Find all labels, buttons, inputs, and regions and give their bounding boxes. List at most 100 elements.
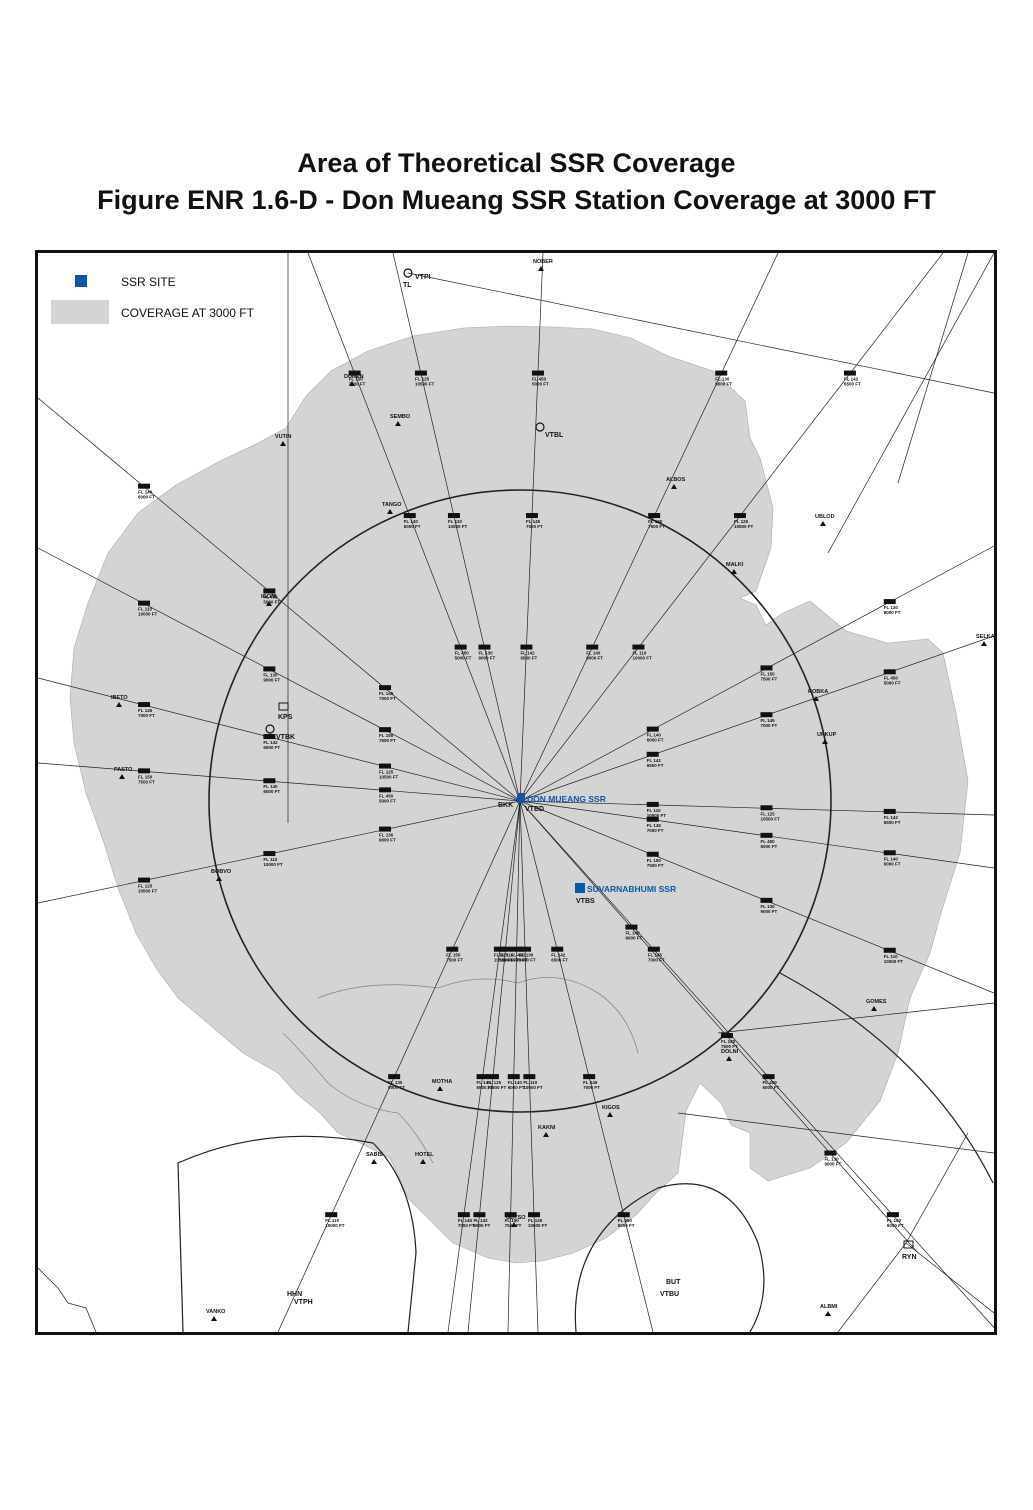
route-level-label: FL 130 xyxy=(388,1080,403,1085)
route-altitude-label: 10000 FT xyxy=(884,959,904,964)
route-altitude-label: 7000 FT xyxy=(138,713,155,718)
route-altitude-label: 10000 FT xyxy=(325,1223,345,1228)
route-level-label: FL 145 xyxy=(760,718,775,723)
route-level-label: FL 145 xyxy=(526,519,541,524)
aerodrome-icon xyxy=(265,724,275,734)
route-level-label: FL 150 xyxy=(446,953,461,958)
route-tag xyxy=(499,946,512,952)
route-level-label: FL 450 xyxy=(760,839,775,844)
route-level-label: FL 140 xyxy=(887,1218,902,1223)
airway-line xyxy=(307,253,521,802)
route-altitude-label: 7500 FT xyxy=(379,738,396,743)
route-altitude-label: 9000 FT xyxy=(715,382,732,387)
route-level-label: FL 150 xyxy=(349,377,364,382)
airway-line xyxy=(507,800,521,1332)
airway-line xyxy=(519,800,994,816)
route-level-label: FL 142 xyxy=(520,651,535,656)
airway-line xyxy=(905,1242,994,1314)
waypoint-triangle-icon xyxy=(395,421,401,426)
route-altitude-label: 10000 FT xyxy=(138,612,158,617)
route-level-label: FL 450 xyxy=(263,594,278,599)
airway-line xyxy=(519,800,919,1254)
aerodrome-vtbd: VTBD xyxy=(525,806,544,813)
route-tag xyxy=(457,1212,470,1218)
route-tag xyxy=(824,1150,837,1156)
route-altitude-label: 6500 FT xyxy=(477,1085,494,1090)
route-tag xyxy=(138,483,151,489)
route-altitude-label: 6500 FT xyxy=(473,1223,490,1228)
route-level-label: FL 125 xyxy=(494,953,509,958)
aerodrome-vtpi: VTPI xyxy=(415,274,431,281)
chart-subtitle: Figure ENR 1.6-D - Don Mueang SSR Statio… xyxy=(97,185,936,215)
route-altitude-label: 6000 FT xyxy=(404,524,421,529)
aerodrome-vtbk: VTBK xyxy=(276,734,295,741)
route-altitude-label: 6000 FT xyxy=(625,936,642,941)
navaid-icon xyxy=(903,1240,914,1249)
airway-line xyxy=(38,547,521,802)
waypoint-label: SABIS xyxy=(366,1152,383,1158)
route-tag xyxy=(348,370,361,376)
route-tag xyxy=(646,816,659,822)
route-tag xyxy=(454,644,467,650)
route-tag xyxy=(646,751,659,757)
waypoint-label: UBLOD xyxy=(815,514,835,520)
waypoint-triangle-icon xyxy=(116,702,122,707)
route-tag xyxy=(528,1212,541,1218)
route-altitude-label: 7500 FT xyxy=(446,958,463,963)
coastline-south xyxy=(282,1032,434,1164)
route-altitude-label: 10500 FT xyxy=(760,816,780,821)
waypoint-triangle-icon xyxy=(211,1316,217,1321)
navaid-kps: KPS xyxy=(278,714,293,721)
route-tag xyxy=(403,513,416,519)
route-altitude-label: 5000 FT xyxy=(455,656,472,661)
route-altitude-label: 7500 FT xyxy=(648,524,665,529)
airway-line xyxy=(467,800,521,1332)
route-tag xyxy=(625,924,638,930)
airway-line xyxy=(519,800,654,1332)
route-level-label: FL 130 xyxy=(884,605,899,610)
route-tag xyxy=(263,666,276,672)
route-level-label: FL 140 xyxy=(884,856,899,861)
route-tag xyxy=(646,801,659,807)
airway-line xyxy=(519,800,994,869)
route-tag xyxy=(504,1212,517,1218)
terminal-area-left xyxy=(177,1135,417,1332)
route-altitude-label: 5000 FT xyxy=(263,599,280,604)
waypoint-label: TANGO xyxy=(382,502,402,508)
route-tag xyxy=(263,778,276,784)
route-level-label: FL 110 xyxy=(647,808,661,813)
waypoint-triangle-icon xyxy=(813,696,819,701)
route-tag xyxy=(883,850,896,856)
route-altitude-label: 5000 FT xyxy=(760,844,777,849)
waypoint-triangle-icon xyxy=(822,739,828,744)
airway-line xyxy=(717,1002,994,1034)
chart-title: Area of Theoretical SSR Coverage xyxy=(297,148,736,178)
route-altitude-label: 9000 FT xyxy=(884,610,901,615)
route-level-label: FL 125 xyxy=(379,770,394,775)
route-level-label: FL 110 xyxy=(325,1218,339,1223)
route-altitude-label: 7000 FT xyxy=(760,723,777,728)
don-mueang-ssr-site[interactable] xyxy=(517,793,525,803)
aerodrome-icon xyxy=(403,268,413,278)
airway-line xyxy=(407,272,994,394)
route-altitude-label: 6500 FT xyxy=(551,958,568,963)
route-tag xyxy=(379,826,392,832)
waypoint-triangle-icon xyxy=(387,509,393,514)
airway-line xyxy=(392,253,521,802)
route-level-label: FL 130 xyxy=(519,953,534,958)
route-tag xyxy=(379,685,392,691)
route-tag xyxy=(551,946,564,952)
waypoint-triangle-icon xyxy=(216,876,222,881)
waypoint-label: GUTSO xyxy=(506,1215,526,1221)
airway-line xyxy=(827,253,994,554)
suvarnabhumi-ssr-site[interactable] xyxy=(575,883,585,893)
route-level-label: FL 110 xyxy=(884,954,898,959)
route-tag xyxy=(388,1074,401,1080)
route-level-label: FL 125 xyxy=(528,1218,543,1223)
route-altitude-label: 5000 FT xyxy=(379,798,396,803)
route-level-label: FL 142 xyxy=(844,377,859,382)
route-altitude-label: 7000 FT xyxy=(648,958,665,963)
aerodrome-icon xyxy=(535,422,545,432)
